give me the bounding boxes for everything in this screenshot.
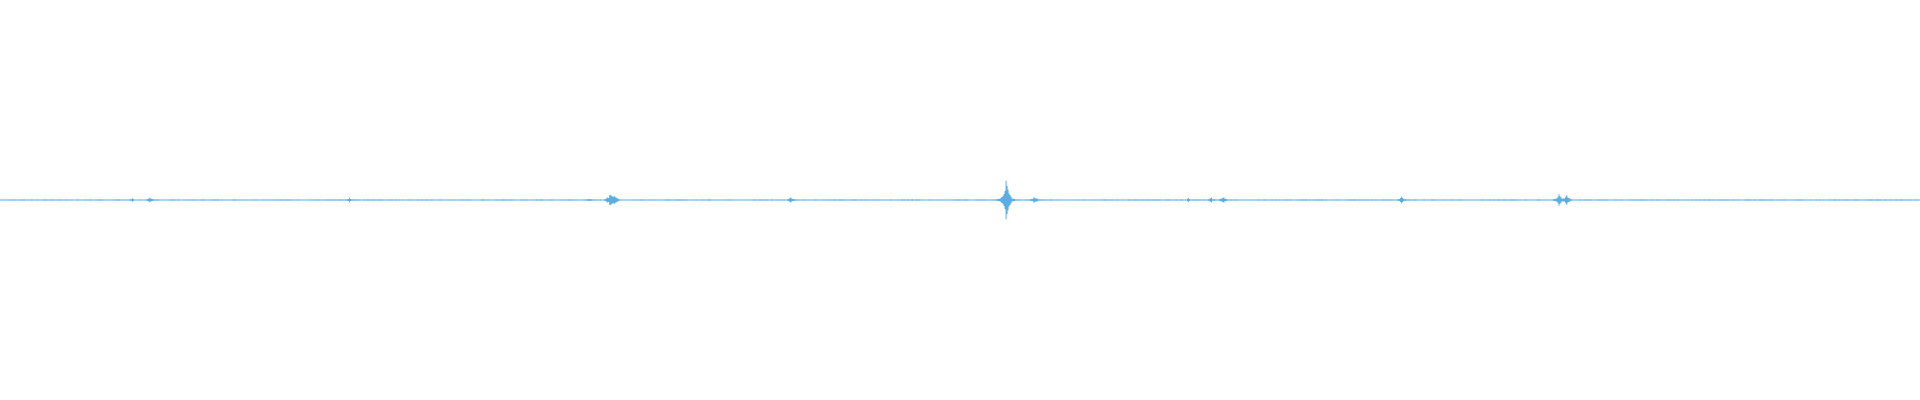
waveform-peak — [904, 199, 920, 201]
waveform-peak — [1212, 197, 1234, 203]
waveform-peak — [1391, 196, 1413, 204]
waveform-peak — [139, 197, 161, 203]
waveform-peaks — [0, 180, 1919, 220]
waveform-peak — [578, 199, 599, 201]
waveform-peak — [780, 197, 802, 203]
waveform-peak — [1178, 198, 1198, 202]
waveform-peak — [1024, 197, 1046, 203]
waveform-peak — [338, 197, 360, 203]
waveform-noise — [0, 199, 1919, 201]
waveform-peak — [1556, 195, 1578, 205]
waveform-peak — [995, 180, 1017, 220]
waveform-peak — [603, 196, 625, 204]
